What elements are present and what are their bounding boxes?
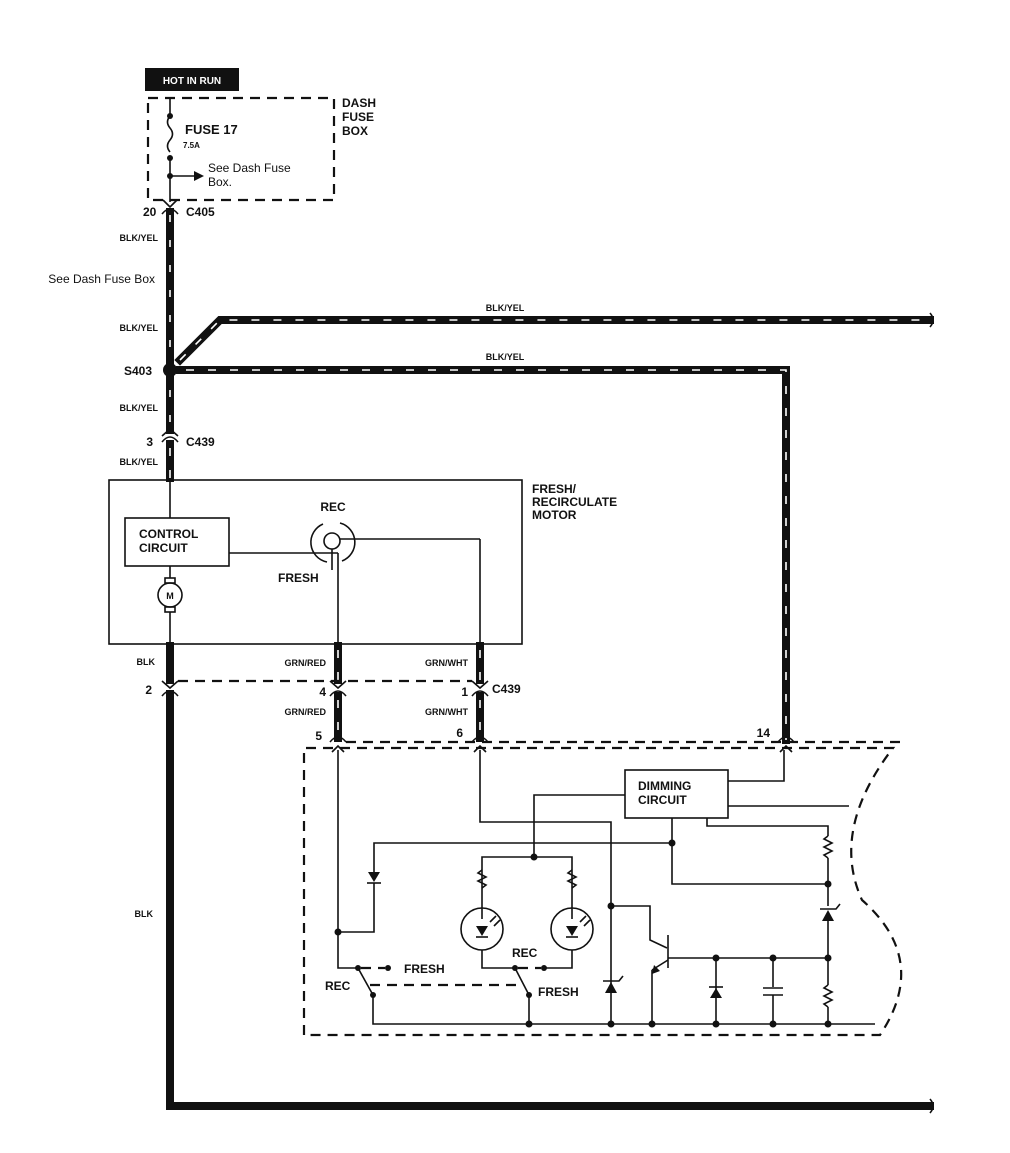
internal-wire (611, 905, 668, 949)
motor-title-line: FRESH/ (532, 482, 577, 496)
internal-wire (533, 794, 625, 857)
position-switch-icon (310, 522, 356, 570)
diode-icon (709, 986, 723, 998)
motor-title-line: MOTOR (532, 508, 577, 522)
switch-pin-number: 5 (315, 729, 322, 743)
fresh-switch-label: FRESH (404, 962, 445, 976)
dimming-circuit-box (624, 769, 729, 819)
c439-label: C439 (186, 435, 215, 449)
control-circuit-label: CIRCUIT (139, 541, 188, 555)
motor-symbol: M (166, 591, 174, 601)
resistor-icon (566, 869, 578, 889)
internal-ground-rail (372, 995, 875, 1025)
internal-wire (479, 750, 612, 1024)
fresh-switch-label: FRESH (538, 985, 579, 999)
fresh-recirculate-motor-box (108, 479, 523, 645)
fuse-box-title-line: FUSE (342, 110, 374, 124)
fuse-icon (166, 115, 174, 153)
wire-blk-ground (166, 690, 934, 1110)
c439-pin-number: 1 (461, 685, 468, 699)
wire-label-blk-yel: BLK/YEL (119, 323, 158, 333)
c439-pin-number: 4 (319, 685, 326, 699)
see-fuse-box-note: Box. (208, 175, 232, 189)
fresh-label: FRESH (278, 571, 319, 585)
rec-fresh-switch-left (355, 965, 391, 998)
zener-diode-icon (603, 975, 624, 993)
wire-label-grn-red: GRN/RED (284, 658, 326, 668)
switch-pin-number: 6 (456, 726, 463, 740)
junction-dot (525, 1020, 533, 1028)
fuse-label: FUSE 17 (185, 122, 238, 137)
see-dash-fuse-box-note: See Dash Fuse Box (48, 272, 155, 286)
internal-wire (544, 950, 573, 969)
wire-stripe (179, 319, 930, 361)
c439-pin-number: 3 (146, 435, 153, 449)
wire-label-blk-yel: BLK/YEL (119, 233, 158, 243)
hot-in-run-label: HOT IN RUN (163, 76, 221, 87)
fuse-box-title-line: DASH (342, 96, 376, 110)
internal-wire (671, 818, 828, 885)
wire-label-blk: BLK (135, 909, 154, 919)
c405-label: C405 (186, 205, 215, 219)
capacitor-icon (763, 987, 783, 996)
wire-label-grn-wht: GRN/WHT (425, 658, 468, 668)
control-circuit-box (124, 517, 230, 567)
arrow-right-icon (194, 171, 204, 181)
switch-connector-pins (329, 736, 795, 753)
rec-switch-label: REC (512, 946, 538, 960)
fuse-rating: 7.5A (183, 141, 200, 150)
rec-switch-label: REC (325, 979, 351, 993)
dash-fuse-box-title: DASH FUSE BOX (342, 96, 376, 138)
wire-continues-icon (929, 1098, 934, 1114)
wire-label-grn-wht: GRN/WHT (425, 707, 468, 717)
wire-continues-icon (929, 312, 934, 328)
internal-wire (481, 856, 573, 919)
fuse-box-title-line: BOX (342, 124, 368, 138)
zener-diode-icon (820, 903, 841, 921)
splice-s403-dot (163, 363, 177, 377)
wire-stripe (186, 369, 787, 740)
internal-wire (481, 950, 515, 969)
c439-top-connector (161, 427, 179, 443)
c439-bottom-connector-pins (161, 680, 489, 697)
wire-label-blk-yel: BLK/YEL (119, 457, 158, 467)
switch-unit-outline (302, 746, 903, 1037)
dash-fuse-box-outline (146, 96, 336, 202)
resistor-icon (822, 984, 834, 1008)
junction-dot (824, 880, 832, 888)
hot-in-run-tag: HOT IN RUN (145, 68, 239, 91)
wire-label-grn-red: GRN/RED (284, 707, 326, 717)
rec-label: REC (320, 500, 346, 514)
c439-label: C439 (492, 682, 521, 696)
resistor-icon (822, 835, 834, 859)
transistor-icon (651, 935, 669, 974)
internal-wire (373, 842, 672, 872)
wire-blk-yel-branch-upper (174, 316, 934, 366)
see-fuse-box-note: See Dash Fuse (208, 161, 291, 175)
wire-label-blk-yel: BLK/YEL (486, 352, 525, 362)
c405-pin-number: 20 (143, 205, 157, 219)
wire-label-blk: BLK (137, 657, 156, 667)
wire-label-blk-yel: BLK/YEL (486, 303, 525, 313)
resistor-icon (476, 869, 488, 889)
switch-pin-number: 14 (757, 726, 771, 740)
dimming-circuit-label: DIMMING (638, 779, 691, 793)
junction-dot (530, 853, 538, 861)
motor-title-line: RECIRCULATE (532, 495, 617, 509)
diode-icon (367, 872, 381, 884)
internal-wire (337, 932, 356, 969)
internal-wire (728, 750, 785, 782)
internal-wire (338, 883, 375, 933)
c439-pin-number: 2 (145, 683, 152, 697)
dimming-circuit-label: CIRCUIT (638, 793, 687, 807)
splice-s403-label: S403 (124, 364, 152, 378)
motor-icon: M (157, 577, 183, 613)
internal-wire (706, 818, 829, 836)
wire-label-blk-yel: BLK/YEL (119, 403, 158, 413)
junction-dot (607, 1020, 615, 1028)
control-circuit-label: CONTROL (139, 527, 198, 541)
